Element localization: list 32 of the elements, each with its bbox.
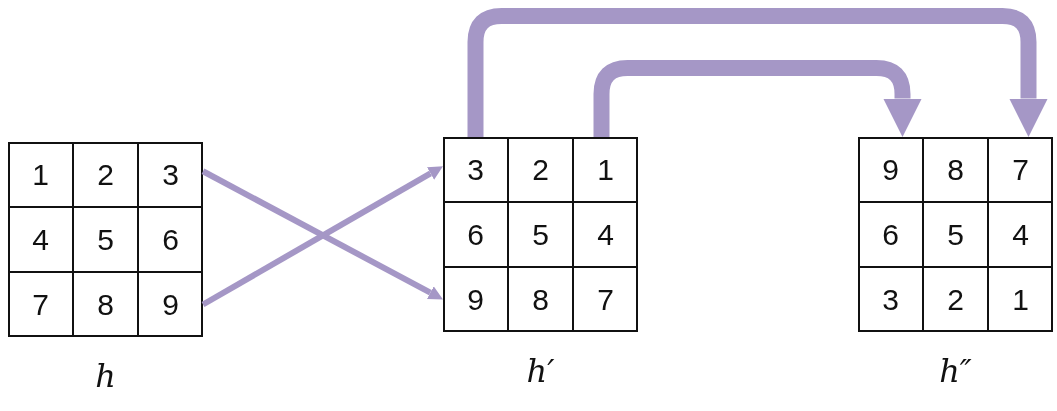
grid-cell: 3 [443, 137, 508, 202]
grid-cell: 2 [508, 137, 573, 202]
grid-caption: h [95, 357, 116, 395]
grid-cell: 2 [73, 142, 138, 207]
grid-cell: 7 [988, 137, 1053, 202]
grid-caption: h″ [939, 352, 972, 390]
grid-cell: 7 [8, 272, 73, 337]
grid-cell: 3 [138, 142, 203, 207]
grid-cell: 1 [8, 142, 73, 207]
arrow [593, 60, 922, 137]
grid-cell: 6 [858, 202, 923, 267]
grid-cell: 4 [988, 202, 1053, 267]
grid-cell: 6 [138, 207, 203, 272]
grid-caption: h′ [526, 352, 555, 390]
grid-cell: 9 [138, 272, 203, 337]
grid-cell: 7 [573, 267, 638, 332]
arrow [467, 8, 1048, 137]
grid-cell: 3 [858, 267, 923, 332]
grid-cell: 1 [988, 267, 1053, 332]
grid-cell: 8 [73, 272, 138, 337]
grid-cell: 8 [508, 267, 573, 332]
grid-cell: 5 [508, 202, 573, 267]
grid-cell: 9 [858, 137, 923, 202]
grid-cell: 2 [923, 267, 988, 332]
grid-cell: 8 [923, 137, 988, 202]
grid-cell: 6 [443, 202, 508, 267]
grid-cell: 1 [573, 137, 638, 202]
grid-cell: 9 [443, 267, 508, 332]
grid-cell: 4 [573, 202, 638, 267]
grid-cell: 4 [8, 207, 73, 272]
grid-cell: 5 [923, 202, 988, 267]
grid-cell: 5 [73, 207, 138, 272]
